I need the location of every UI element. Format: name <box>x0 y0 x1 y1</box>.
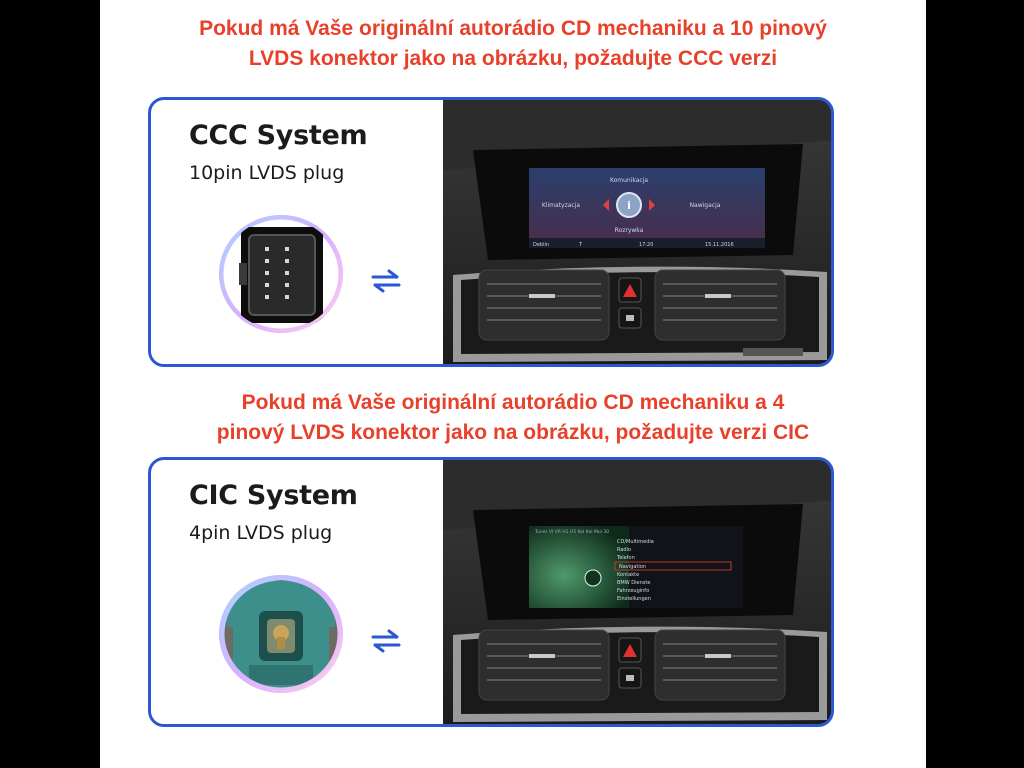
ccc-plug-label: 10pin LVDS plug <box>189 162 345 184</box>
ccc-screen-menu-left: Klimatyzacja <box>542 202 580 209</box>
cic-screen-menu-item: Kontakte <box>617 572 639 578</box>
ccc-screen-location: Deblin <box>533 242 549 248</box>
cic-screen-menu-item: Fahrzeuginfo <box>617 588 649 594</box>
cic-instruction-heading: Pokud má Vaše originální autorádio CD me… <box>216 391 810 444</box>
svg-text:i: i <box>627 199 631 212</box>
ccc-screen-menu-top: Komunikacja <box>610 177 648 184</box>
cic-screen-menu-item: BMW Dienste <box>617 580 650 586</box>
ccc-dashboard-photo: i Komunikacja Klimatyzacja Nawigacja Roz… <box>443 100 831 364</box>
cic-system-card: CIC System 4pin LVDS plug <box>148 457 834 727</box>
cic-system-title: CIC System <box>189 480 358 511</box>
swap-arrows-icon <box>371 629 401 653</box>
ccc-screen-menu-bottom: Rozrywka <box>615 227 644 234</box>
ccc-instruction-heading: Pokud má Vaše originální autorádio CD me… <box>199 17 827 70</box>
cic-screen-menu-item: CD/Multimedia <box>617 539 654 545</box>
ccc-screen-date: 15.11.2016 <box>705 242 734 248</box>
swap-arrows-icon <box>371 269 401 293</box>
cic-screen-selection-highlight <box>614 561 732 571</box>
product-info-page: Pokud má Vaše originální autorádio CD me… <box>100 0 926 768</box>
cic-screen-menu-item-selected: Navigation <box>619 564 646 570</box>
ccc-system-card: CCC System 10pin LVDS plug <box>148 97 834 367</box>
cic-screen-menu-item: Radio <box>617 547 631 553</box>
ccc-screen-status-t: T <box>578 242 583 248</box>
ccc-system-title: CCC System <box>189 120 368 151</box>
cic-screen-menu-item: Einstellungen <box>617 596 651 602</box>
ccc-10pin-plug-image <box>219 215 343 333</box>
cic-plug-label: 4pin LVDS plug <box>189 522 333 544</box>
cic-dashboard-photo: Tuner VI VR H1 H5 Kol Kol Mul 30 CD/Mult… <box>443 460 831 724</box>
cic-screen-status-bar: Tuner VI VR H1 H5 Kol Kol Mul 30 <box>534 529 609 535</box>
ccc-screen-time: 17:20 <box>639 242 653 248</box>
ccc-screen-menu-right: Nawigacja <box>690 202 721 209</box>
cic-screen-menu-item: Telefon <box>616 555 635 561</box>
cic-4pin-plug-image <box>219 575 343 693</box>
